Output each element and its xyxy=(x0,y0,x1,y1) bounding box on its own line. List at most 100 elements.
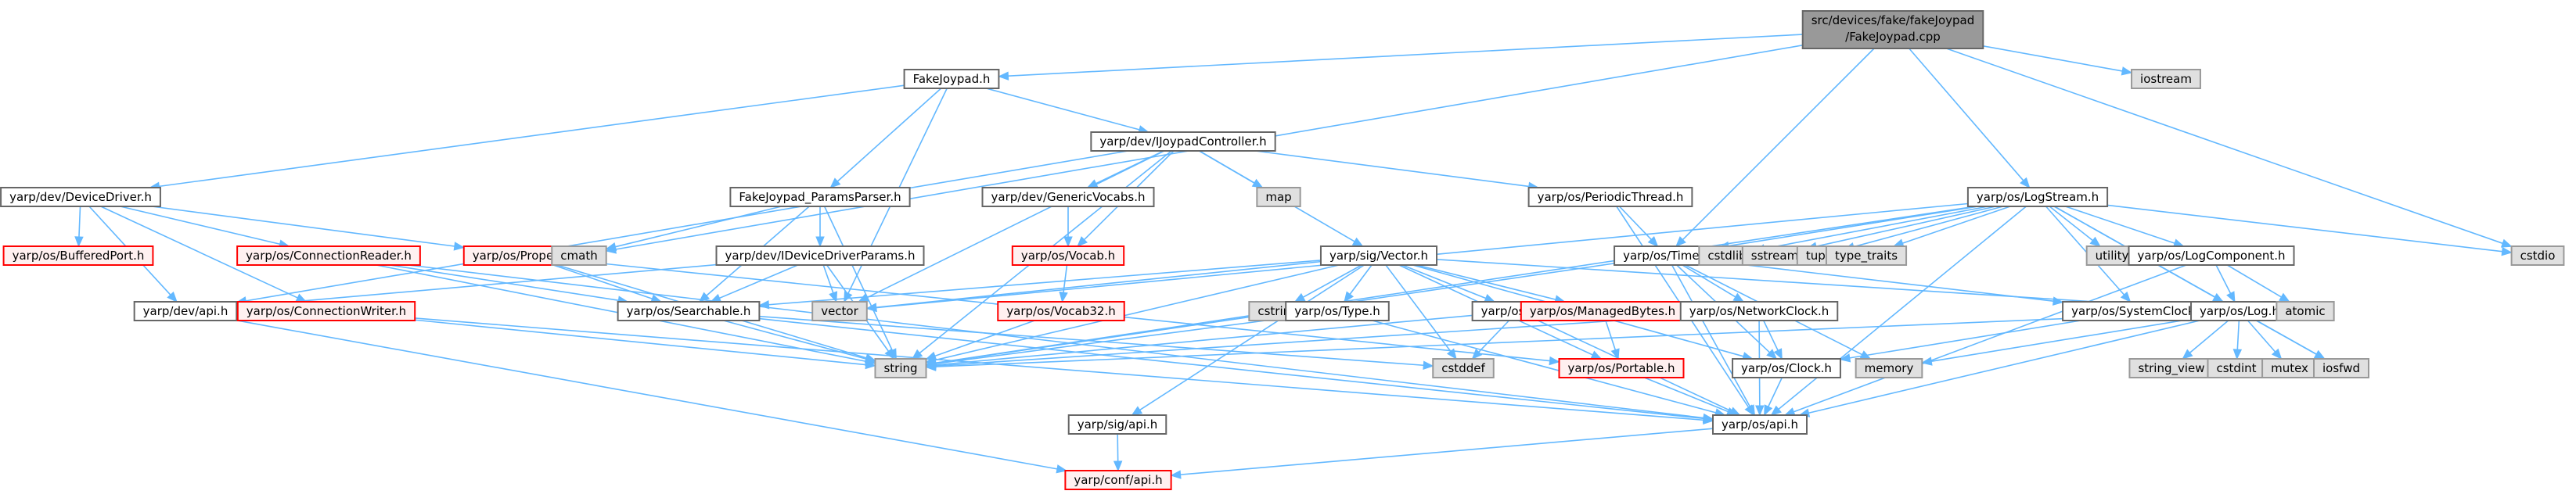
arrowhead-icon xyxy=(1059,291,1068,303)
graph-node-type[interactable]: yarp/os/Type.h xyxy=(1285,301,1390,321)
node-label: FakeJoypad_ParamsParser.h xyxy=(739,190,901,205)
arrowhead-icon xyxy=(925,362,937,371)
graph-node-typetraits[interactable]: type_traits xyxy=(1825,245,1908,266)
edge-line xyxy=(236,320,1058,470)
node-label: yarp/sig/Vector.h xyxy=(1329,249,1428,263)
graph-node-devapi[interactable]: yarp/dev/api.h xyxy=(133,301,238,321)
edge-line xyxy=(986,88,1140,131)
graph-node-sigvector[interactable]: yarp/sig/Vector.h xyxy=(1319,245,1438,266)
graph-node-vector[interactable]: vector xyxy=(811,301,868,321)
arrowhead-icon xyxy=(2271,348,2283,360)
graph-node-vocab[interactable]: yarp/os/Vocab.h xyxy=(1011,245,1125,266)
arrowhead-icon xyxy=(1471,348,1483,360)
graph-node-netclock[interactable]: yarp/os/NetworkClock.h xyxy=(1679,301,1839,321)
graph-node-devdriver[interactable]: yarp/dev/DeviceDriver.h xyxy=(0,187,161,207)
arrowhead-icon xyxy=(1839,353,1851,363)
graph-node-cstddef[interactable]: cstddef xyxy=(1432,358,1495,378)
graph-node-cstdlib[interactable]: cstdlib xyxy=(1698,245,1756,266)
arrowhead-icon xyxy=(1549,356,1560,366)
graph-node-bufport[interactable]: yarp/os/BufferedPort.h xyxy=(2,245,154,266)
graph-node-ijoy[interactable]: yarp/dev/IJoypadController.h xyxy=(1090,131,1276,152)
node-label: yarp/os/Vocab.h xyxy=(1021,249,1115,263)
node-label: cstdio xyxy=(2520,249,2556,263)
graph-node-genvocabs[interactable]: yarp/dev/GenericVocabs.h xyxy=(981,187,1155,207)
graph-node-iostream[interactable]: iostream xyxy=(2131,69,2201,89)
graph-node-clock[interactable]: yarp/os/Clock.h xyxy=(1732,358,1841,378)
graph-node-string[interactable]: string xyxy=(874,358,927,378)
arrowhead-icon xyxy=(865,303,877,313)
arrowhead-icon xyxy=(1063,236,1073,248)
edge-line xyxy=(822,264,834,293)
graph-node-logcomp[interactable]: yarp/os/LogComponent.h xyxy=(2128,245,2295,266)
arrowhead-icon xyxy=(1702,414,1714,424)
graph-node-map[interactable]: map xyxy=(1256,187,1301,207)
edge-clock-to-osapi xyxy=(1764,377,1783,417)
node-box xyxy=(997,301,1125,321)
edge-sigvector-to-cstddef xyxy=(1385,264,1457,360)
edge-log-to-string xyxy=(925,312,2192,371)
graph-node-managed[interactable]: yarp/os/ManagedBytes.h xyxy=(1520,301,1686,321)
edge-logstream-to-sysclock xyxy=(2045,206,2132,303)
node-label: yarp/dev/api.h xyxy=(143,304,228,318)
node-box xyxy=(729,187,911,207)
graph-node-idevparams[interactable]: yarp/dev/IDeviceDriverParams.h xyxy=(715,245,925,266)
graph-node-log[interactable]: yarp/os/Log.h xyxy=(2190,301,2289,321)
edge-line xyxy=(759,315,1424,367)
graph-node-sigapi[interactable]: yarp/sig/api.h xyxy=(1067,414,1167,435)
node-label: yarp/os/Portable.h xyxy=(1568,361,1675,375)
graph-node-sysclock[interactable]: yarp/os/SystemClock.h xyxy=(2062,301,2215,321)
graph-node-cstdio[interactable]: cstdio xyxy=(2510,245,2565,266)
node-label: type_traits xyxy=(1835,249,1898,263)
graph-node-memory[interactable]: memory xyxy=(1855,358,1923,378)
edge-line xyxy=(2049,206,2093,242)
edge-line xyxy=(2236,320,2240,350)
edge-params-to-idevparams xyxy=(815,206,825,248)
edge-line xyxy=(1793,264,2187,413)
edge-line xyxy=(2045,206,2125,296)
graph-node-osapi[interactable]: yarp/os/api.h xyxy=(1711,414,1808,435)
graph-node-cmath[interactable]: cmath xyxy=(551,245,607,266)
node-box xyxy=(1679,301,1839,321)
arrowhead-icon xyxy=(1770,405,1782,416)
graph-node-logstream[interactable]: yarp/os/LogStream.h xyxy=(1966,187,2109,207)
arrowhead-icon xyxy=(2501,246,2513,256)
node-box xyxy=(2131,69,2201,89)
edge-netclock-to-clock xyxy=(1763,320,1783,360)
edge-logcomp-to-atomic xyxy=(2226,264,2290,303)
graph-node-confapi[interactable]: yarp/conf/api.h xyxy=(1064,470,1172,490)
arrowhead-icon xyxy=(1344,291,1355,303)
edge-logstream-to-time xyxy=(1718,206,1979,251)
graph-node-connreader[interactable]: yarp/os/ConnectionReader.h xyxy=(236,245,421,266)
arrowhead-icon xyxy=(1732,292,1745,303)
graph-node-cstdint[interactable]: cstdint xyxy=(2207,358,2266,378)
graph-node-searchable[interactable]: yarp/os/Searchable.h xyxy=(617,301,761,321)
edge-line xyxy=(935,264,1340,361)
graph-node-stringview[interactable]: string_view xyxy=(2128,358,2214,378)
node-box xyxy=(1064,470,1172,490)
edge-ijoy-to-devapi xyxy=(236,150,1128,306)
edge-line xyxy=(1478,320,1510,353)
graph-node-root[interactable]: src/devices/fake/fakeJoypad/FakeJoypad.c… xyxy=(1801,10,1984,49)
graph-node-fjh[interactable]: FakeJoypad.h xyxy=(903,69,1000,89)
edge-line xyxy=(1853,206,2003,248)
node-box xyxy=(1432,358,1495,378)
graph-node-params[interactable]: FakeJoypad_ParamsParser.h xyxy=(729,187,911,207)
graph-node-connwriter[interactable]: yarp/os/ConnectionWriter.h xyxy=(236,301,416,321)
edge-sysclock-to-clock xyxy=(1839,320,2081,363)
graph-node-portable[interactable]: yarp/os/Portable.h xyxy=(1558,358,1685,378)
edge-line xyxy=(1902,206,2011,244)
graph-node-periodic[interactable]: yarp/os/PeriodicThread.h xyxy=(1527,187,1693,207)
node-label: yarp/os/ManagedBytes.h xyxy=(1530,304,1675,318)
edge-line xyxy=(2255,320,2317,355)
node-label: yarp/os/Log.h xyxy=(2200,304,2279,318)
edge-line xyxy=(1644,377,1729,413)
graph-node-mutex[interactable]: mutex xyxy=(2261,358,2318,378)
edge-line xyxy=(408,264,1704,419)
edge-devapi-to-confapi xyxy=(236,320,1068,474)
graph-node-atomic[interactable]: atomic xyxy=(2276,301,2335,321)
arrowhead-icon xyxy=(1293,292,1306,303)
graph-node-iosfwd[interactable]: iosfwd xyxy=(2313,358,2369,378)
edge-log-to-memory xyxy=(1921,318,2192,366)
graph-node-vocab32[interactable]: yarp/os/Vocab32.h xyxy=(997,301,1125,321)
edge-line xyxy=(615,206,782,248)
